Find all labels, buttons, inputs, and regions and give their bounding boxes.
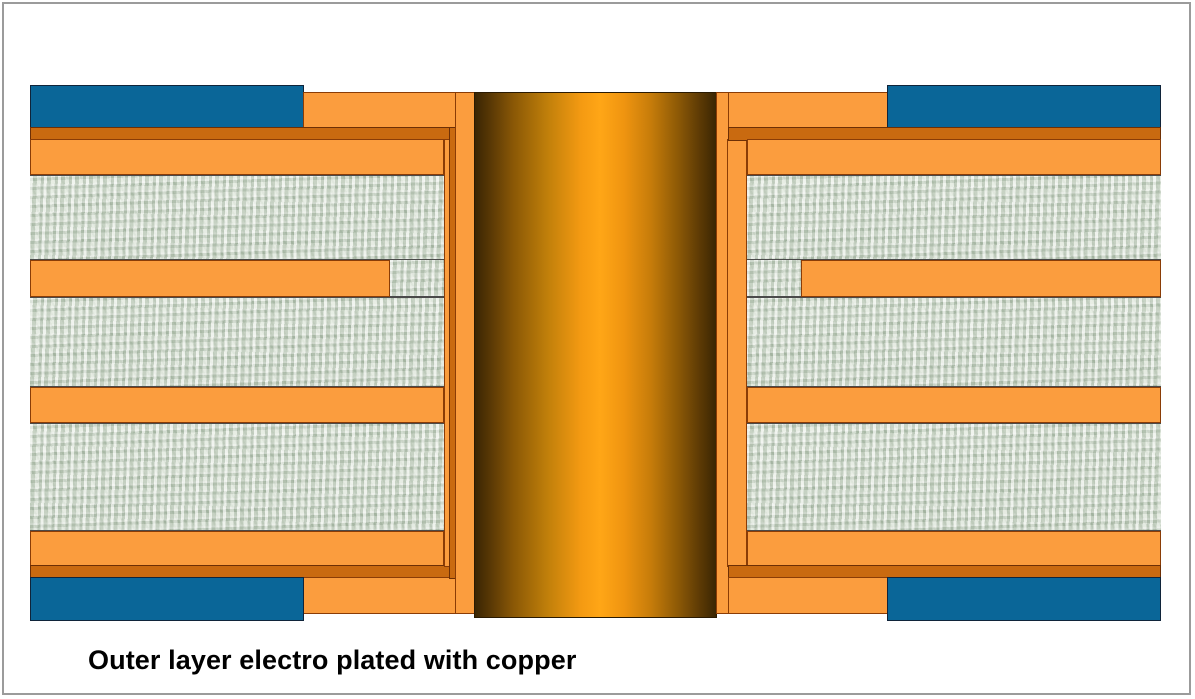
plated-through-hole-barrel: [474, 92, 717, 618]
lower-left-dielectric: [30, 423, 444, 531]
middle-right-dielectric: [747, 297, 1161, 387]
bottom-right-dry-film-resist: [887, 577, 1161, 621]
inner-layer-2-right-plane: [747, 387, 1161, 423]
top-right-dry-film-resist: [887, 85, 1161, 129]
right-hole-wall-copper-foil: [727, 139, 747, 567]
bottom-right-outer-copper-extension: [728, 577, 888, 614]
left-hole-wall-outer-plating: [455, 92, 475, 614]
lower-right-dielectric: [747, 423, 1161, 531]
top-right-outer-copper-foil: [747, 139, 1161, 175]
inner-layer-1-right-gap-fill: [747, 260, 801, 297]
top-left-dry-film-resist: [30, 85, 304, 129]
top-left-outer-copper-extension: [303, 92, 463, 129]
bottom-left-outer-copper-extension: [303, 577, 463, 614]
upper-right-dielectric: [747, 175, 1161, 260]
top-left-outer-copper-foil: [30, 139, 444, 175]
upper-left-dielectric: [30, 175, 444, 260]
caption-text: Outer layer electro plated with copper: [88, 645, 577, 675]
inner-layer-1-left-gap-fill: [390, 260, 444, 297]
middle-left-dielectric: [30, 297, 444, 387]
inner-layer-1-left-trace: [30, 260, 390, 297]
bottom-right-outer-copper-foil: [747, 531, 1161, 567]
inner-layer-2-left-plane: [30, 387, 444, 423]
inner-layer-1-right-trace: [801, 260, 1161, 297]
top-right-outer-copper-extension: [728, 92, 888, 129]
bottom-left-dry-film-resist: [30, 577, 304, 621]
bottom-left-outer-copper-foil: [30, 531, 444, 567]
